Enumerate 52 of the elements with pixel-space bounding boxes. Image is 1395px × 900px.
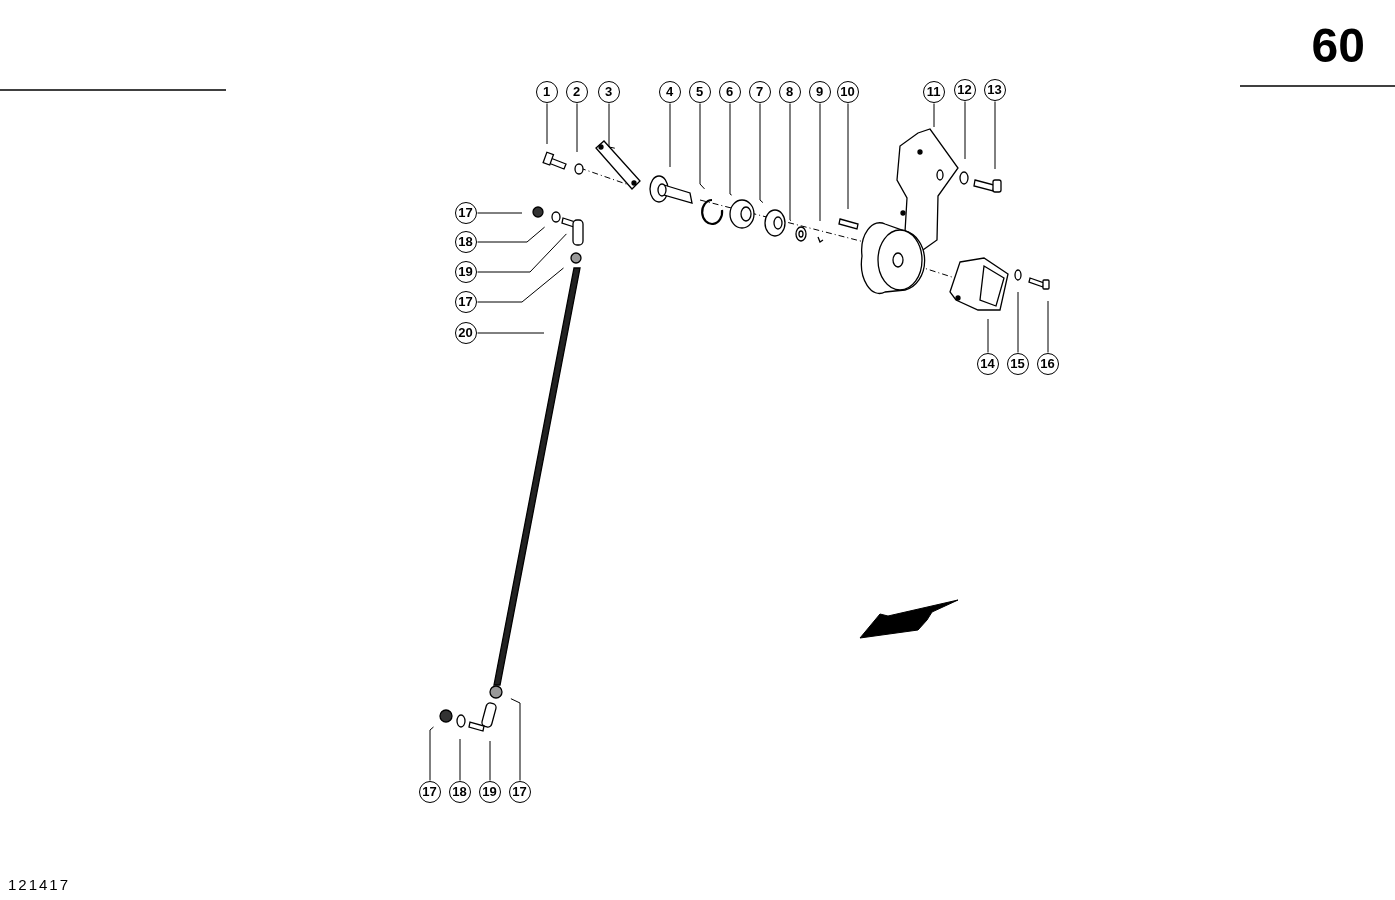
leader-line xyxy=(759,103,764,204)
callout-number: 17 xyxy=(454,201,477,224)
leader-line xyxy=(510,698,521,781)
callout-number: 17 xyxy=(454,290,477,313)
callout-number: 1 xyxy=(535,80,558,103)
leader-line xyxy=(459,738,461,781)
leader-line xyxy=(987,318,989,353)
leader-line xyxy=(546,103,548,145)
callout-number: 19 xyxy=(478,780,501,803)
leader-line xyxy=(1047,300,1049,353)
leader-line xyxy=(429,726,434,781)
drawing-number: 121417 xyxy=(8,876,71,893)
callout-number: 10 xyxy=(836,80,859,103)
leader-line xyxy=(477,226,546,243)
leader-line xyxy=(933,103,935,128)
callout-number: 8 xyxy=(778,80,801,103)
callout-number: 12 xyxy=(953,78,976,101)
leader-line xyxy=(489,740,491,781)
callout-number: 17 xyxy=(508,780,531,803)
callout-number: 16 xyxy=(1036,352,1059,375)
leader-line xyxy=(789,103,792,222)
leader-line xyxy=(819,103,821,222)
callout-number: 14 xyxy=(976,352,999,375)
callout-number: 2 xyxy=(565,80,588,103)
leader-line xyxy=(729,103,733,196)
leader-line xyxy=(699,103,705,190)
leader-line xyxy=(669,103,671,168)
leader-line xyxy=(847,103,849,210)
callout-number: 18 xyxy=(448,780,471,803)
callout-number: 13 xyxy=(983,78,1006,101)
leader-line xyxy=(994,101,996,170)
page-number: 60 xyxy=(1311,18,1365,73)
leader-line xyxy=(1017,291,1019,353)
callout-number: 6 xyxy=(718,80,741,103)
callout-number: 5 xyxy=(688,80,711,103)
callout-number: 3 xyxy=(597,80,620,103)
callout-number: 9 xyxy=(808,80,831,103)
leader-line xyxy=(576,103,578,153)
leader-line xyxy=(477,233,567,273)
leader-line xyxy=(964,101,966,160)
callout-number: 20 xyxy=(454,321,477,344)
callout-number: 4 xyxy=(658,80,681,103)
leader-line xyxy=(477,267,564,303)
callout-number: 19 xyxy=(454,260,477,283)
callout-number: 17 xyxy=(418,780,441,803)
leader-line xyxy=(477,332,545,334)
callout-number: 15 xyxy=(1006,352,1029,375)
callout-number: 7 xyxy=(748,80,771,103)
leader-line xyxy=(477,212,523,214)
callout-number: 18 xyxy=(454,230,477,253)
callout-number: 11 xyxy=(922,80,945,103)
leader-line xyxy=(608,103,616,149)
